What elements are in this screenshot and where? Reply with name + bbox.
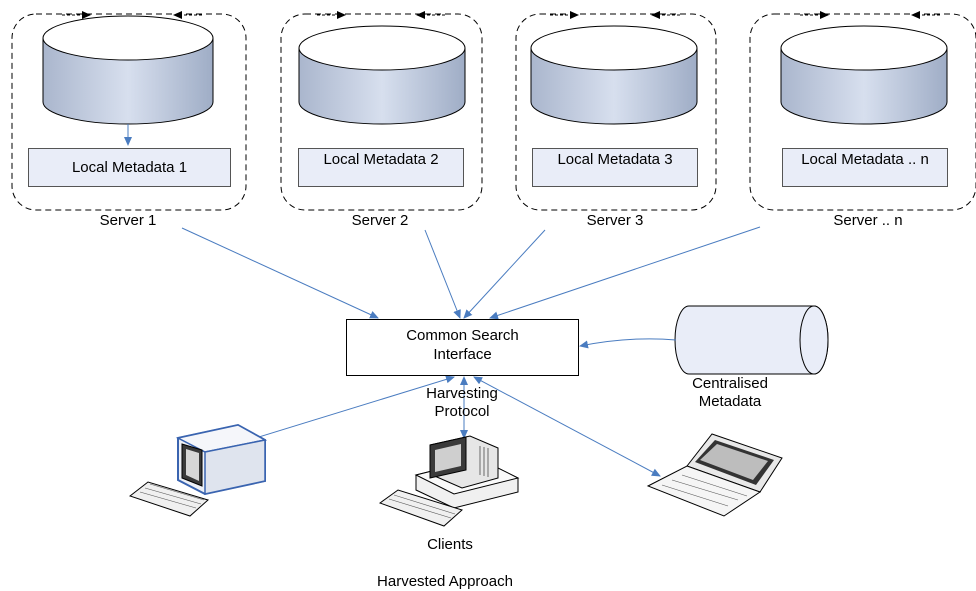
centralised-metadata-cylinder-icon [674, 305, 829, 375]
server-database-icon [298, 25, 466, 125]
server-database-icon [530, 25, 698, 125]
local-metadata-box-2: Local Metadata 2 [298, 148, 464, 187]
common-search-interface-label: Common Search Interface [406, 327, 519, 363]
local-metadata-label: Local Metadata .. n [801, 151, 929, 168]
server-2-container [280, 13, 483, 211]
server-name-3: Server 3 [586, 212, 644, 229]
client-connector-arrows [235, 375, 661, 477]
server-database-icon [42, 15, 214, 125]
server-database-icon [780, 25, 948, 125]
desktop-computer-icon [128, 423, 268, 517]
common-search-interface-box: Common Search Interface [346, 319, 579, 376]
local-metadata-box-3: Local Metadata 3 [532, 148, 698, 187]
clients-label: Clients [427, 536, 473, 553]
harvesting-protocol-label: Harvesting Protocol [426, 385, 498, 420]
workstation-computer-icon [378, 435, 520, 527]
server-name-1: Server 1 [99, 212, 157, 229]
local-metadata-label: Local Metadata 1 [71, 159, 188, 176]
server-3-container [515, 13, 717, 211]
server-1-container [11, 13, 247, 211]
local-metadata-box-n: Local Metadata .. n [782, 148, 948, 187]
diagram-caption: Harvested Approach [377, 573, 513, 590]
local-metadata-label: Local Metadata 3 [557, 151, 673, 168]
centralised-metadata-label: Centralised Metadata [692, 375, 768, 410]
server-n-container [749, 13, 976, 211]
server-name-n: Server .. n [833, 212, 903, 229]
local-metadata-box-1: Local Metadata 1 [28, 148, 231, 187]
laptop-icon [646, 433, 783, 517]
server-name-2: Server 2 [351, 212, 409, 229]
server-to-interface-arrows [181, 226, 761, 320]
central-metadata-to-interface-arrow [579, 338, 677, 349]
local-metadata-label: Local Metadata 2 [323, 151, 439, 168]
